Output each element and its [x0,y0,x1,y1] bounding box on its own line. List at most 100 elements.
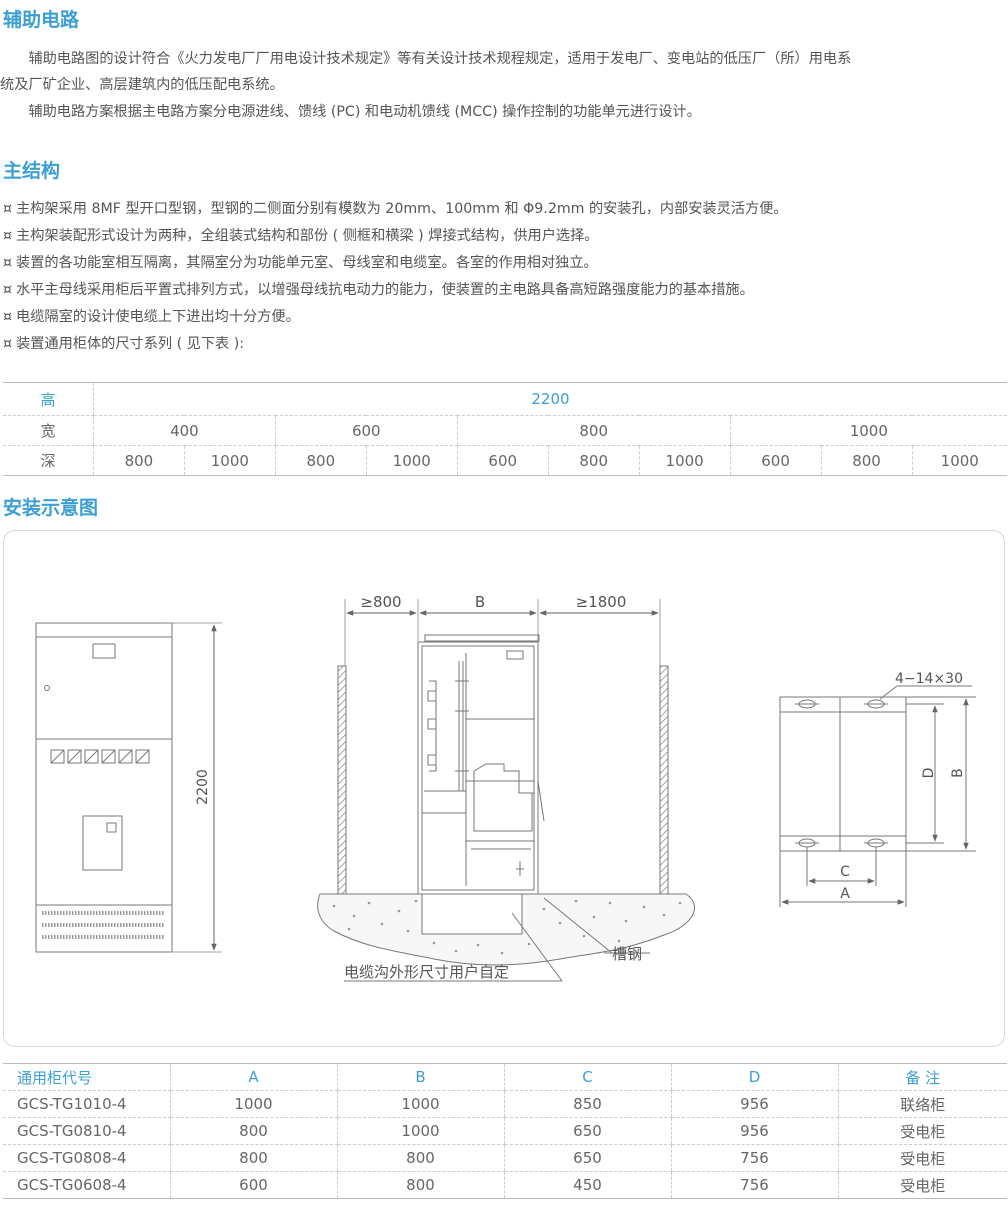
value-c: 450 [503,1171,671,1199]
right-wall [659,665,669,922]
depth-row: 深 800 1000 800 1000 600 800 1000 600 800… [3,445,1007,476]
depth-cell: 1000 [365,445,458,476]
width-cell: 1000 [729,415,1007,446]
aux-paragraph-1-line-2: 统及厂矿企业、高层建筑内的低压配电系统。 [0,77,284,93]
width-cell: 400 [92,415,276,446]
bullet-item: ¤装置通用柜体的尺寸系列 ( 见下表 ): [3,336,245,352]
value-d: 756 [670,1171,838,1199]
depth-cell: 800 [92,445,185,476]
width-row: 宽 400 600 800 1000 [3,415,1007,446]
header-note: 备 注 [837,1063,1007,1091]
cable-trench-label: 电缆沟外形尺寸用户自定 [344,963,509,981]
depth-cell: 1000 [911,445,1007,476]
bullet-symbol-icon: ¤ [3,282,13,298]
value-d: 956 [670,1117,838,1145]
value-a: 800 [169,1144,337,1172]
header-c: C [503,1063,671,1091]
bullet-symbol-icon: ¤ [3,336,13,352]
table-row: GCS-TG0810-4 800 1000 650 956 受电柜 [3,1117,1007,1145]
cabinet-code-table: 通用柜代号 A B C D 备 注 GCS-TG1010-4 1000 1000… [3,1063,1007,1199]
height-label: 高 [3,382,94,416]
bullet-item: ¤主构架装配形式设计为两种，全组装式结构和部份 ( 侧框和横梁 ) 焊接式结构，… [3,228,599,244]
cabinet-code: GCS-TG0608-4 [3,1171,170,1199]
dim-d-label: D [921,768,937,779]
header-code: 通用柜代号 [3,1063,170,1091]
cabinet-front-view [35,622,173,953]
value-c: 850 [503,1090,671,1118]
table-header-row: 通用柜代号 A B C D 备 注 [3,1063,1007,1091]
clearance-right-label: ≥1800 [576,593,627,611]
cable-trench [421,893,523,935]
depth-cell: 600 [729,445,822,476]
cabinet-code: GCS-TG0810-4 [3,1117,170,1145]
height-value: 2200 [92,382,1007,416]
bullet-symbol-icon: ¤ [3,201,13,217]
value-a: 600 [169,1171,337,1199]
indicator-window-icon [92,643,116,659]
installation-drawing: 2200 ≥800 B ≥1800 [35,593,976,982]
height-dimension: 2200 [166,622,222,953]
bullet-item: ¤水平主母线采用柜后平置式排列方式，以增强母线抗电动力的能力，使装置的主电路具备… [3,282,754,298]
header-d: D [670,1063,838,1091]
section-title-install: 安装示意图 [3,497,99,519]
width-cell: 600 [274,415,458,446]
value-c: 650 [503,1144,671,1172]
bullet-symbol-icon: ¤ [3,255,13,271]
table-row: GCS-TG1010-4 1000 1000 850 956 联络柜 [3,1090,1007,1118]
table-row: GCS-TG0608-4 600 800 450 756 受电柜 [3,1171,1007,1199]
depth-cell: 600 [456,445,549,476]
mounting-hole-icon [795,699,888,848]
dim-c-label: C [840,864,850,880]
vent-grille-icon [42,911,164,939]
cabinet-side-view: ≥800 B ≥1800 [317,593,696,982]
floor-speckle [332,899,682,955]
dim-b-label: B [950,768,966,778]
cabinet-code: GCS-TG1010-4 [3,1090,170,1118]
value-a: 800 [169,1117,337,1145]
channel-steel-label: 槽钢 [612,945,642,963]
value-note: 联络柜 [837,1090,1007,1118]
bullet-item: ¤装置的各功能室相互隔离，其隔室分为功能单元室、母线室和电缆室。各室的作用相对独… [3,255,598,271]
aux-paragraph-1-line-1: 辅助电路图的设计符合《火力发电厂厂用电设计技术规定》等有关设计技术规程规定，适用… [0,51,852,67]
depth-cell: 800 [820,445,913,476]
value-b: 800 [336,1171,504,1199]
value-b: 800 [336,1144,504,1172]
drawer-panel-icon [82,815,123,871]
header-a: A [169,1063,337,1091]
header-b: B [336,1063,504,1091]
value-c: 650 [503,1117,671,1145]
holes-spec-label: 4−14×30 [895,671,963,687]
bullet-item: ¤电缆隔室的设计使电缆上下进出均十分方便。 [3,309,300,325]
bullet-item: ¤主构架采用 8MF 型开口型钢，型钢的二侧面分别有模数为 20mm、100mm… [3,201,788,217]
aux-paragraph-2: 辅助电路方案根据主电路方案分电源进线、馈线 (PC) 和电动机馈线 (MCC) … [0,104,701,120]
value-note: 受电柜 [837,1117,1007,1145]
width-cell: 800 [456,415,731,446]
height-row: 高 2200 [3,382,1007,416]
value-d: 956 [670,1090,838,1118]
clearance-left-label: ≥800 [360,593,401,611]
section-title-aux: 辅助电路 [3,9,80,31]
depth-cell: 1000 [638,445,731,476]
cabinet-dimension-table: 高 2200 宽 400 600 800 1000 深 800 1000 800… [3,382,1007,476]
foundation-plan-view [779,685,976,907]
door-lock-icon [44,685,50,691]
clearance-b-label: B [475,593,485,611]
dim-a-label: A [840,886,850,902]
bullet-symbol-icon: ¤ [3,228,13,244]
table-row: GCS-TG0808-4 800 800 650 756 受电柜 [3,1144,1007,1172]
width-label: 宽 [3,415,94,446]
value-b: 1000 [336,1090,504,1118]
depth-cell: 800 [547,445,640,476]
section-title-main: 主结构 [3,160,61,182]
front-height-label: 2200 [195,769,211,805]
left-wall [337,665,347,922]
installation-diagram: 2200 ≥800 B ≥1800 [3,530,1005,1047]
value-note: 受电柜 [837,1171,1007,1199]
value-note: 受电柜 [837,1144,1007,1172]
value-b: 1000 [336,1117,504,1145]
bullet-symbol-icon: ¤ [3,309,13,325]
depth-cell: 800 [274,445,367,476]
meter-row-icon [50,749,150,764]
cabinet-code: GCS-TG0808-4 [3,1144,170,1172]
depth-cell: 1000 [183,445,276,476]
